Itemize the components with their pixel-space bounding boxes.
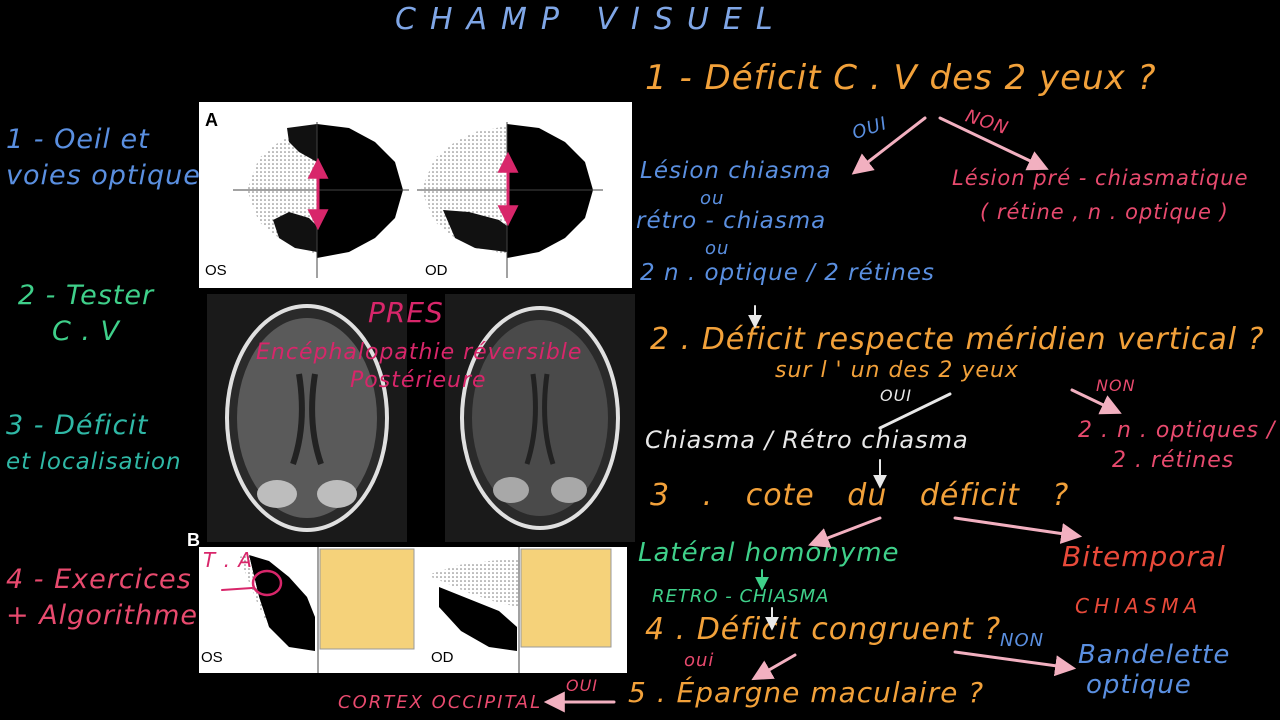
visual-field-od	[417, 122, 603, 278]
pres-line-1: Encéphalopathie réversible	[256, 340, 583, 365]
sidebar-item-label: 3 - Déficit	[6, 410, 149, 441]
q1-oui-label: OUI	[849, 113, 891, 144]
q2-oui-label: OUI	[880, 386, 913, 405]
q4-non-label: NON	[1000, 630, 1045, 651]
question-5: 5 . Épargne maculaire ?	[628, 676, 985, 709]
chiasma-caps: CHIASMA	[1075, 594, 1203, 618]
ou-2: ou	[705, 238, 730, 259]
bitemporal: Bitemporal	[1062, 540, 1226, 573]
visual-field-chart-b	[199, 547, 612, 673]
sidebar-item-label: 2 - Tester	[17, 280, 155, 311]
eye-label-os: OS	[205, 262, 227, 279]
sidebar-item-tester[interactable]: 2 - Tester C . V	[6, 278, 166, 350]
sidebar-item-label: voies optiques	[6, 160, 216, 191]
sidebar-item-label: et localisation	[6, 449, 182, 475]
q5-oui-label: OUI	[566, 676, 599, 695]
question-4: 4 . Déficit congruent ?	[645, 612, 1002, 647]
question-3: 3 . cote du déficit ?	[650, 478, 1070, 513]
ta-annotation: T . A	[203, 548, 253, 572]
page-title: CHAMP VISUEL	[395, 2, 787, 37]
optic-line-1: 2 . n . optiques /	[1078, 418, 1276, 443]
sidebar-item-exercices[interactable]: 4 - Exercices + Algorithme	[6, 562, 198, 634]
mri-scan-left	[207, 294, 407, 542]
visual-field-panel-a: A OS OD	[199, 102, 632, 288]
panel-label: A	[205, 110, 218, 130]
pres-acronym: PRES	[368, 296, 444, 329]
eye-label-os-b: OS	[201, 649, 223, 666]
lateral-homonyme: Latéral homonyme	[638, 538, 900, 568]
sidebar-item-deficit[interactable]: 3 - Déficit et localisation	[6, 408, 182, 480]
cortex-occipital: CORTEX OCCIPITAL	[338, 692, 543, 713]
prechiasm-line-2: ( rétine , n . optique )	[980, 200, 1229, 224]
chiasma-line-3: 2 n . optique / 2 rétines	[640, 260, 935, 286]
sidebar-item-label: C . V	[51, 316, 121, 347]
bandelette-line-1: Bandelette	[1078, 640, 1231, 670]
retro-chiasma-caps: RETRO - CHIASMA	[652, 586, 830, 607]
chiasma-retro-label: Chiasma / Rétro chiasma	[645, 426, 969, 454]
mri-scan-right	[445, 294, 635, 542]
bandelette-line-2: optique	[1086, 670, 1192, 700]
question-2: 2 . Déficit respecte méridien vertical ?	[650, 322, 1265, 357]
chiasma-line-2: rétro - chiasma	[636, 208, 827, 234]
eye-label-od-b: OD	[431, 649, 454, 666]
chiasma-line-1: Lésion chiasma	[640, 158, 832, 184]
q4-oui-label: oui	[684, 650, 715, 671]
visual-field-chart	[233, 122, 603, 278]
sidebar-item-oeil[interactable]: 1 - Oeil et voies optiques	[6, 122, 216, 194]
eye-label-od: OD	[425, 262, 448, 279]
sidebar-item-label: 4 - Exercices	[6, 564, 192, 595]
visual-field-os	[233, 122, 409, 278]
sidebar-item-label: 1 - Oeil et	[6, 124, 150, 155]
pres-line-2: Postérieure	[350, 368, 487, 393]
visual-field-panel-b: OS OD	[199, 547, 627, 673]
question-2-sub: sur l ' un des 2 yeux	[775, 358, 1019, 383]
prechiasm-line-1: Lésion pré - chiasmatique	[952, 166, 1249, 190]
ou-1: ou	[700, 188, 725, 209]
q1-non-label: NON	[962, 105, 1012, 140]
panel-label: B	[187, 530, 200, 550]
optic-line-2: 2 . rétines	[1112, 448, 1235, 473]
q2-non-label: NON	[1096, 376, 1136, 395]
sidebar-item-label: + Algorithme	[6, 600, 199, 631]
question-1: 1 - Déficit C . V des 2 yeux ?	[645, 58, 1157, 98]
